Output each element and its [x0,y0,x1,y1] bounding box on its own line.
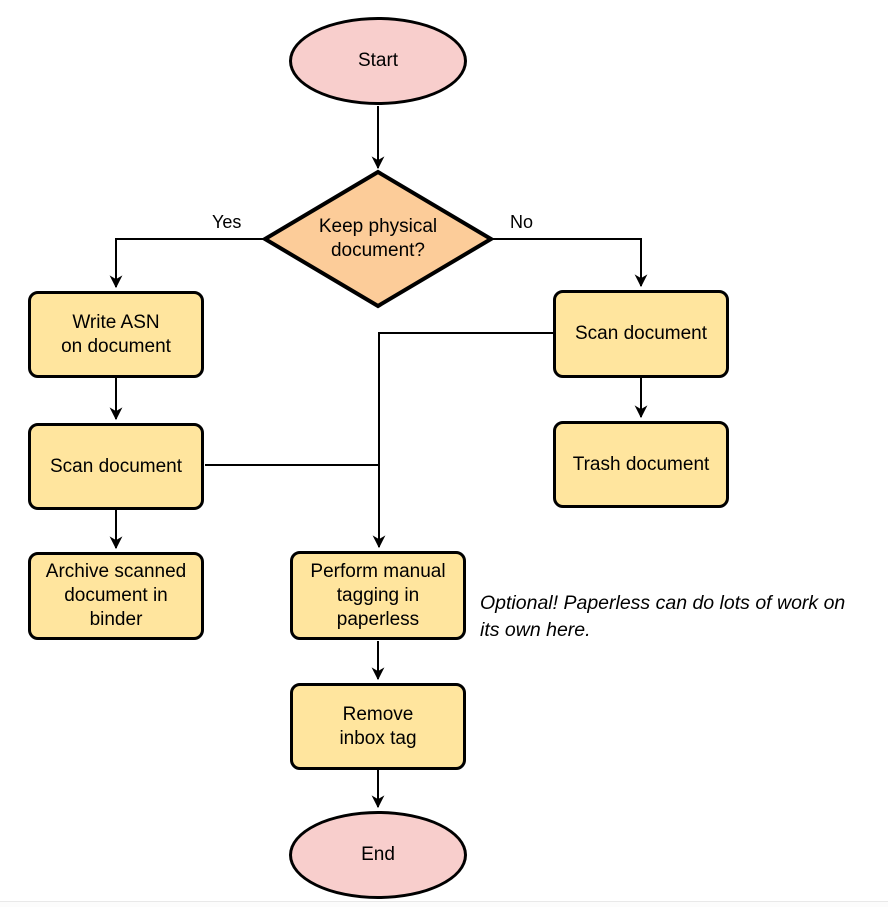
decision-node-label: Keep physical document? [318,216,438,261]
optional-note-text: Optional! Paperless can do lots of work … [480,592,846,641]
decision-shape [261,169,495,309]
edge-decision-yes [109,238,265,289]
edge-scanright-to-tagging [372,332,553,549]
remove-inbox-tag-node: Remove inbox tag [290,683,466,770]
edge-decision-no [491,238,648,288]
no-edge-label: No [510,212,534,232]
start-node: Start [289,17,467,105]
manual-tagging-node: Perform manual tagging in paperless [290,551,466,640]
write-asn-node: Write ASN on document [28,291,204,378]
yes-edge-label: Yes [212,212,242,232]
scan-document-left-node: Scan document [28,423,204,510]
trash-document-node: Trash document [553,421,729,508]
end-node: End [289,811,467,899]
page-bottom-divider [0,901,888,907]
scan-document-right-node: Scan document [553,290,729,378]
archive-node: Archive scanned document in binder [28,552,204,640]
